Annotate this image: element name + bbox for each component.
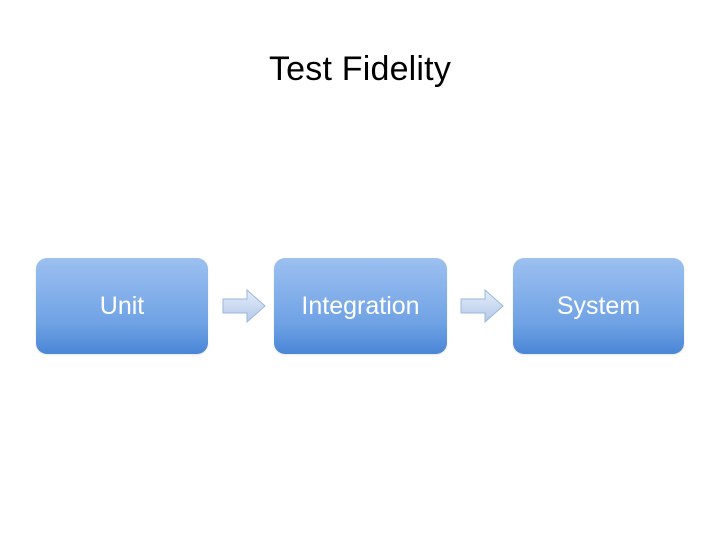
process-flow-diagram: Unit Integration: [36, 258, 684, 354]
right-arrow-icon: [460, 289, 504, 323]
process-node-system[interactable]: System: [513, 258, 684, 354]
right-arrow-icon: [222, 289, 266, 323]
page-title: Test Fidelity: [268, 50, 452, 88]
process-node-unit[interactable]: Unit: [36, 258, 208, 354]
process-node-integration[interactable]: Integration: [274, 258, 447, 354]
process-node-label: Integration: [301, 291, 420, 320]
process-node-label: Unit: [99, 291, 145, 320]
process-node-label: System: [556, 291, 641, 320]
